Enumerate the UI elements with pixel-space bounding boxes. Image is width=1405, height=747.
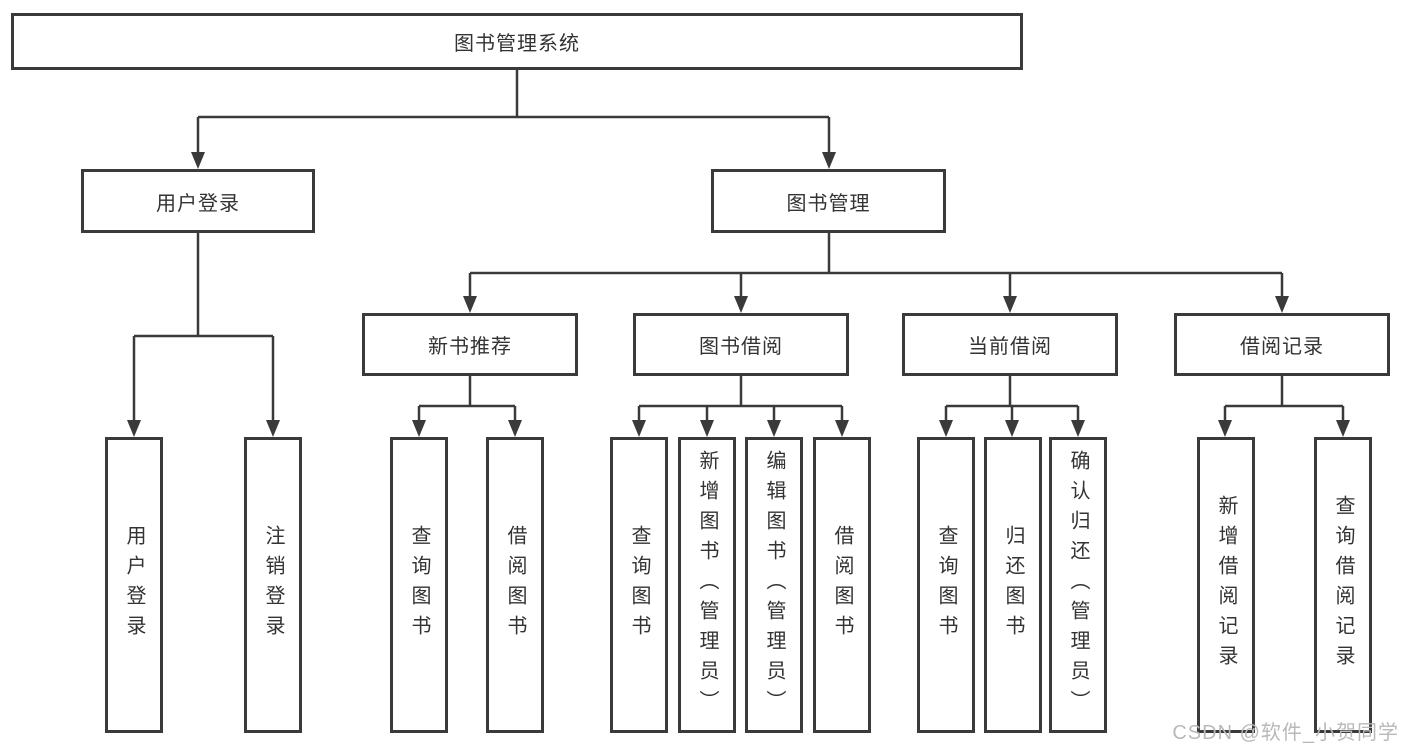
node-label: 新增图书（管理员） (696, 450, 718, 720)
leaf-user-login: 用户登录 (105, 437, 163, 733)
node-label: 查询借阅记录 (1332, 495, 1354, 675)
node-user-login-group: 用户登录 (81, 169, 315, 233)
leaf-recommend-borrow-books: 借阅图书 (486, 437, 544, 733)
node-label: 借阅记录 (1240, 336, 1324, 358)
leaf-logout-login: 注销登录 (244, 437, 302, 733)
node-label: 注销登录 (262, 525, 284, 645)
leaf-borrowing-add-books-admin: 新增图书（管理员） (678, 437, 736, 733)
leaf-current-query-books: 查询图书 (917, 437, 975, 733)
leaf-records-query-borrow-record: 查询借阅记录 (1314, 437, 1372, 733)
leaf-borrowing-edit-books-admin: 编辑图书（管理员） (745, 437, 803, 733)
arrowhead-group (127, 152, 1350, 437)
node-new-book-recommend: 新书推荐 (362, 313, 578, 376)
node-label: 新书推荐 (428, 336, 512, 358)
leaf-current-confirm-return-admin: 确认归还（管理员） (1049, 437, 1107, 733)
node-current-borrowing: 当前借阅 (902, 313, 1118, 376)
node-label: 当前借阅 (968, 336, 1052, 358)
node-book-borrowing: 图书借阅 (633, 313, 849, 376)
node-label: 查询图书 (408, 525, 430, 645)
node-label: 用户登录 (156, 192, 240, 215)
node-borrowing-records: 借阅记录 (1174, 313, 1390, 376)
node-label: 编辑图书（管理员） (763, 450, 785, 720)
node-label: 借阅图书 (831, 525, 853, 645)
node-label: 归还图书 (1002, 525, 1024, 645)
node-label: 查询图书 (935, 525, 957, 645)
node-library-management-system: 图书管理系统 (11, 13, 1023, 70)
node-label: 用户登录 (123, 525, 145, 645)
node-label: 确认归还（管理员） (1067, 450, 1089, 720)
node-label: 图书管理系统 (454, 33, 580, 55)
leaf-borrowing-query-books: 查询图书 (610, 437, 668, 733)
leaf-borrowing-borrow-books: 借阅图书 (813, 437, 871, 733)
node-label: 借阅图书 (504, 525, 526, 645)
leaf-recommend-query-books: 查询图书 (390, 437, 448, 733)
leaf-current-return-books: 归还图书 (984, 437, 1042, 733)
node-label: 新增借阅记录 (1215, 495, 1237, 675)
node-label: 图书借阅 (699, 336, 783, 358)
leaf-records-add-borrow-record: 新增借阅记录 (1197, 437, 1255, 733)
watermark: CSDN @软件_小贺同学 (1172, 722, 1399, 744)
node-label: 图书管理 (786, 192, 871, 215)
node-book-management-group: 图书管理 (711, 169, 946, 233)
node-label: 查询图书 (628, 525, 650, 645)
